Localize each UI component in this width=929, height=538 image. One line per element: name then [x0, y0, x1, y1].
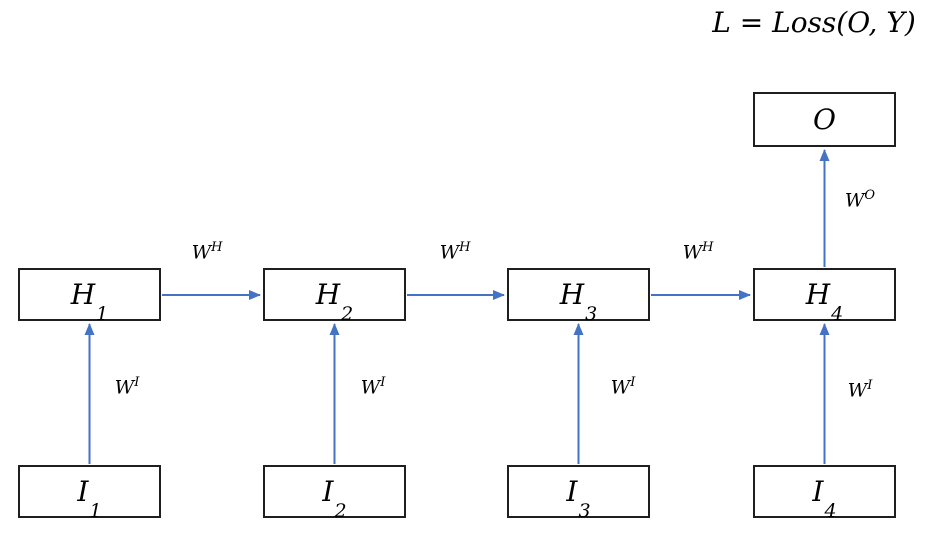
weight-label-wi-1: WI	[104, 375, 150, 398]
loss-formula: L = Loss(O, Y)	[712, 6, 916, 39]
weight-wi-3-base: W	[610, 376, 631, 399]
weight-wi-3-sup: I	[630, 375, 636, 390]
weight-label-wi-4: WI	[837, 378, 883, 401]
node-h3-subscript: 3	[585, 303, 598, 325]
node-h1-subscript: 1	[96, 303, 109, 325]
weight-wo-base: W	[844, 189, 865, 212]
weight-wi-1-sup: I	[134, 375, 140, 390]
node-i4-label: I	[812, 475, 824, 508]
weight-wh-2-sup: H	[459, 240, 471, 255]
node-h2-subscript: 2	[341, 303, 354, 325]
node-i1-subscript: 1	[89, 500, 102, 522]
node-h3-label: H	[559, 278, 585, 311]
node-i1-label: I	[77, 475, 89, 508]
weight-wo-sup: O	[864, 188, 876, 203]
node-i4-subscript: 4	[824, 500, 837, 522]
weight-label-wi-3: WI	[600, 375, 646, 398]
node-i3-label: I	[566, 475, 578, 508]
node-i3-subscript: 3	[578, 500, 591, 522]
node-o: O	[753, 92, 896, 147]
weight-label-wh-1: WH	[184, 240, 230, 263]
weight-wi-2-sup: I	[380, 375, 386, 390]
weight-wi-4-sup: I	[867, 378, 873, 393]
weight-wh-1-sup: H	[211, 240, 223, 255]
weight-wh-3-sup: H	[702, 240, 714, 255]
node-h2-label: H	[315, 278, 341, 311]
node-o-label: O	[813, 103, 836, 136]
weight-label-wo: WO	[837, 188, 883, 211]
node-i2-label: I	[322, 475, 334, 508]
weight-wh-1-base: W	[191, 241, 212, 264]
weight-wi-1-base: W	[114, 376, 135, 399]
node-h4-subscript: 4	[831, 303, 844, 325]
weight-wh-3-base: W	[682, 241, 703, 264]
weight-wi-2-base: W	[360, 376, 381, 399]
weight-label-wh-3: WH	[675, 240, 721, 263]
node-h1-label: H	[70, 278, 96, 311]
weight-wh-2-base: W	[439, 241, 460, 264]
weight-label-wh-2: WH	[432, 240, 478, 263]
weight-label-wi-2: WI	[350, 375, 396, 398]
node-h4-label: H	[805, 278, 831, 311]
weight-wi-4-base: W	[847, 379, 868, 402]
node-i2-subscript: 2	[334, 500, 347, 522]
